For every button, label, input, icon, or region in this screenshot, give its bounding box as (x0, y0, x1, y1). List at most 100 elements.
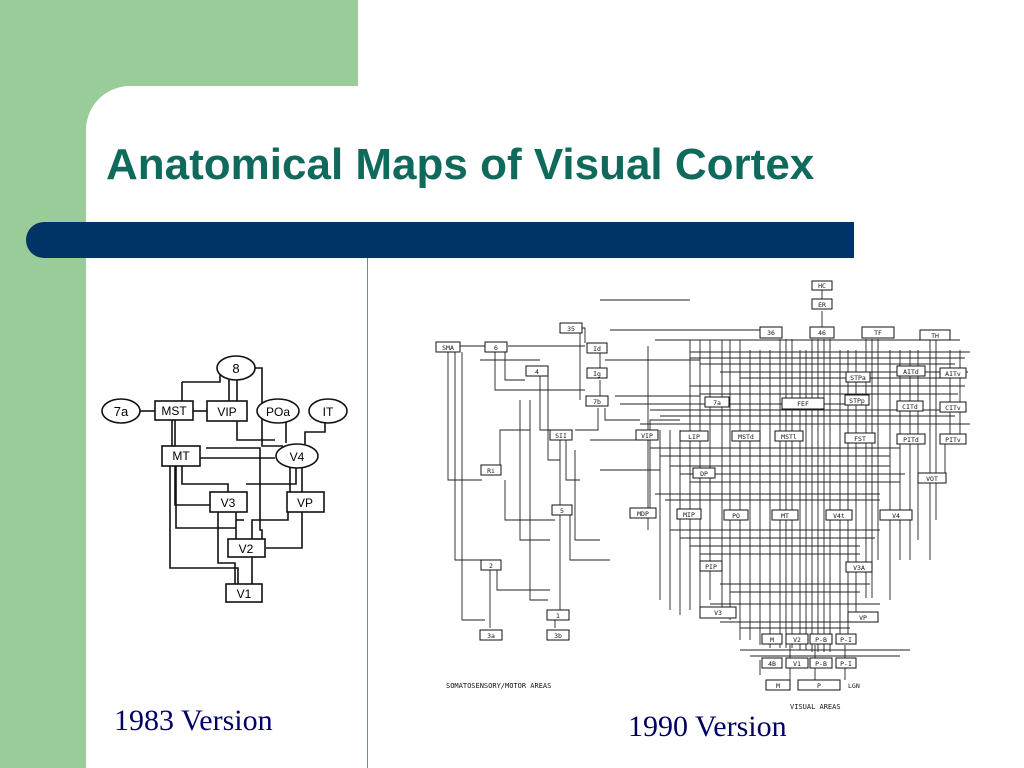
diagram-1983: 8 7a MST VIP POa IT MT V4 V3 VP V2 V1 (101, 355, 348, 603)
node-v4-label: V4 (290, 450, 305, 464)
node-mstd-label: MSTd (738, 433, 754, 441)
node-7b (585, 395, 609, 407)
node-vp-1990-label: VP (859, 614, 867, 622)
node-8-label: 8 (232, 361, 239, 376)
node-stpa-label: STPa (850, 374, 866, 382)
node-v4t (825, 509, 853, 521)
content-panel (86, 86, 1024, 768)
node-pb-v2-label: P-B (815, 636, 827, 644)
node-5 (551, 504, 573, 516)
node-v1-1990 (785, 657, 809, 669)
node-fef (781, 397, 825, 410)
node-pb-v2 (809, 633, 833, 645)
node-p-lgn-label: P (817, 682, 821, 690)
node-46 (809, 326, 835, 339)
node-v4-1990 (879, 509, 913, 521)
node-ig (586, 367, 608, 379)
node-fst-label: FST (854, 435, 866, 443)
node-citd-label: CITd (902, 403, 918, 411)
node-po-label: PO (732, 512, 740, 520)
node-36-label: 36 (767, 329, 775, 337)
node-lip-label: LIP (688, 433, 700, 441)
node-it (308, 398, 348, 424)
title-underline-bar (26, 222, 854, 258)
node-v3 (209, 491, 248, 513)
node-citd (896, 400, 924, 412)
node-v2-1990-label: V2 (793, 636, 801, 644)
node-id-label: Id (593, 345, 601, 353)
node-p-lgn (797, 679, 841, 691)
node-3a (479, 629, 503, 641)
node-pitd-label: PITd (903, 436, 919, 444)
column-divider (367, 258, 368, 768)
node-fef-label: FEF (797, 400, 809, 408)
node-tf (861, 326, 895, 339)
node-pitv (939, 433, 967, 445)
node-2-label: 2 (489, 562, 493, 570)
node-er (811, 298, 833, 310)
node-8 (216, 355, 256, 381)
node-it-label: IT (323, 405, 334, 419)
node-4b (761, 657, 783, 669)
node-lip (679, 430, 709, 442)
node-7a (101, 398, 141, 424)
node-m-v2 (761, 633, 783, 645)
node-vot-label: VOT (926, 475, 938, 483)
node-sii (549, 429, 573, 441)
node-2 (480, 559, 502, 571)
node-vip-label: VIP (217, 405, 236, 419)
node-ri (480, 464, 502, 476)
node-fst (844, 432, 876, 444)
node-pip (699, 560, 723, 572)
node-mt (161, 445, 201, 467)
node-mdp (629, 507, 657, 519)
node-pi-v2-label: P-I (840, 636, 852, 644)
diagram-1990: HC ER 36 46 TF TH STPa AITd AITv STPp CI… (435, 280, 970, 711)
node-mt-1990-label: MT (781, 512, 789, 520)
node-sma (435, 341, 461, 353)
node-poa (256, 398, 300, 424)
node-aitd (896, 365, 926, 377)
node-v2-label: V2 (239, 542, 254, 556)
node-dp (692, 467, 716, 479)
node-v2 (227, 538, 266, 558)
node-vip-1990 (635, 429, 659, 441)
node-4b-label: 4B (768, 660, 776, 668)
node-stpp-label: STPp (849, 397, 865, 405)
node-citv (939, 401, 967, 413)
node-dp-label: DP (700, 470, 708, 478)
visual-areas-label: VISUAL AREAS (790, 703, 841, 711)
node-th-label: TH (931, 332, 939, 340)
node-stpa (845, 371, 871, 383)
caption-1983-version: 1983 Version (114, 704, 273, 737)
node-v3a-label: V3A (853, 564, 865, 572)
node-3b-label: 3b (554, 632, 562, 640)
node-ri-label: Ri (487, 467, 495, 475)
slide-title: Anatomical Maps of Visual Cortex (106, 140, 815, 189)
node-pitv-label: PITv (945, 436, 961, 444)
node-hc (811, 280, 833, 291)
node-36 (759, 326, 783, 339)
node-pitd (896, 433, 926, 445)
node-v1-label: V1 (237, 587, 252, 601)
caption-1990-version: 1990 Version (628, 710, 787, 743)
node-pip-label: PIP (705, 563, 717, 571)
node-vp-1990 (847, 611, 879, 623)
node-m-lgn-label: M (776, 682, 780, 690)
node-pi-v1 (835, 657, 857, 669)
node-vp-label: VP (297, 496, 313, 510)
node-v1-1990-label: V1 (793, 660, 801, 668)
node-vip (206, 400, 248, 422)
node-v3-1990 (699, 606, 737, 619)
node-35 (559, 322, 583, 334)
diagram-1990-somatosensory-connections (447, 299, 850, 628)
node-aitv-label: AITv (945, 370, 961, 378)
node-7a (704, 396, 730, 408)
node-mt-1990 (771, 509, 799, 521)
node-m-v2-label: M (770, 636, 774, 644)
node-mdp-label: MDP (637, 510, 649, 518)
node-v4 (275, 443, 319, 469)
node-v3a (845, 561, 873, 573)
node-vp (286, 491, 325, 513)
node-mst (154, 400, 194, 421)
